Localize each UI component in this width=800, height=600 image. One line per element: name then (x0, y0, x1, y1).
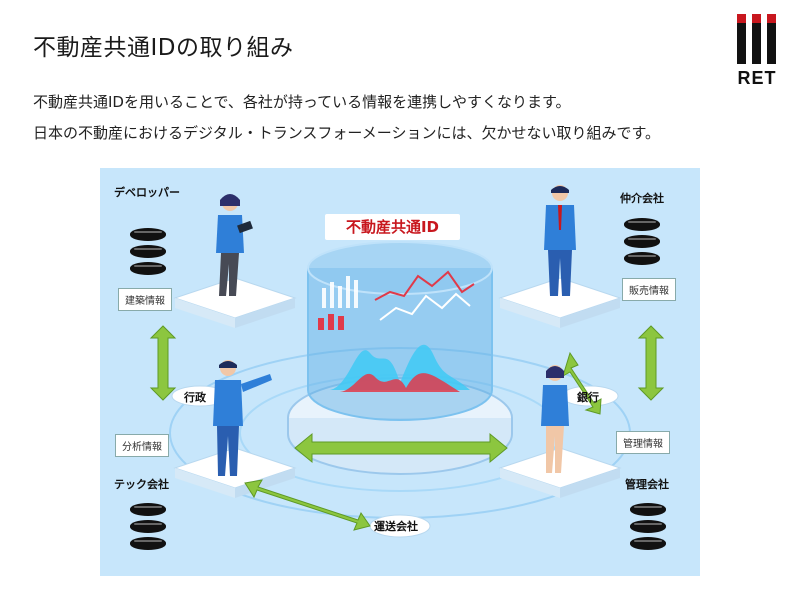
intro-paragraph-1: 不動産共通IDを用いることで、各社が持っている情報を連携しやすくなります。 (33, 93, 571, 111)
database-icon (130, 228, 166, 276)
card-construction: 建築情報 (118, 288, 172, 311)
person-bank (541, 365, 569, 473)
holo-bars (322, 276, 358, 308)
illustration-graphics (149, 185, 665, 538)
holo-line (379, 292, 471, 321)
arrow-horizontal (294, 432, 508, 464)
card-analysis: 分析情報 (115, 434, 169, 457)
label-transport: 運送会社 (374, 520, 418, 533)
page-title: 不動産共通IDの取り組み (33, 35, 294, 61)
database-icon (130, 503, 166, 551)
intro-paragraph-2: 日本の不動産におけるデジタル・トランスフォーメーションには、欠かせない取り組みで… (33, 124, 661, 142)
green-arrows (149, 325, 665, 531)
label-management: 管理会社 (625, 478, 669, 491)
arrow-right-vertical (637, 325, 665, 401)
card-sales: 販売情報 (622, 278, 676, 301)
database-icon (630, 503, 666, 551)
logo-bar (767, 14, 776, 64)
database-icon (624, 218, 660, 266)
label-developer: デベロッパー (114, 186, 180, 199)
label-tech: テック会社 (114, 478, 169, 491)
arrow-diagonal-bottom (244, 479, 371, 531)
arrow-left-vertical (149, 325, 177, 401)
card-management: 管理情報 (616, 431, 670, 454)
label-broker: 仲介会社 (620, 192, 664, 205)
arrow-diagonal-right (562, 351, 602, 415)
plate-broker (498, 277, 622, 328)
label-bank: 銀行 (577, 391, 599, 404)
center-title: 不動産共通ID (325, 214, 460, 240)
ret-logo: RET (735, 14, 779, 88)
holo-cylinder-top (307, 241, 493, 295)
plate-developer (173, 277, 297, 328)
logo-bar (737, 14, 746, 64)
holo-area-chart (340, 373, 460, 392)
network-illustration: 不動産共通ID デベロッパー 仲介会社 テック会社 管理会社 行政 銀行 運送会… (100, 168, 700, 576)
label-admin: 行政 (184, 391, 206, 404)
person-admin (213, 360, 272, 476)
logo-text: RET (737, 68, 777, 88)
logo-bar (752, 14, 761, 64)
person-broker (544, 185, 576, 296)
person-developer (216, 194, 253, 296)
holo-bars-red (318, 314, 344, 330)
holo-line (374, 270, 475, 301)
